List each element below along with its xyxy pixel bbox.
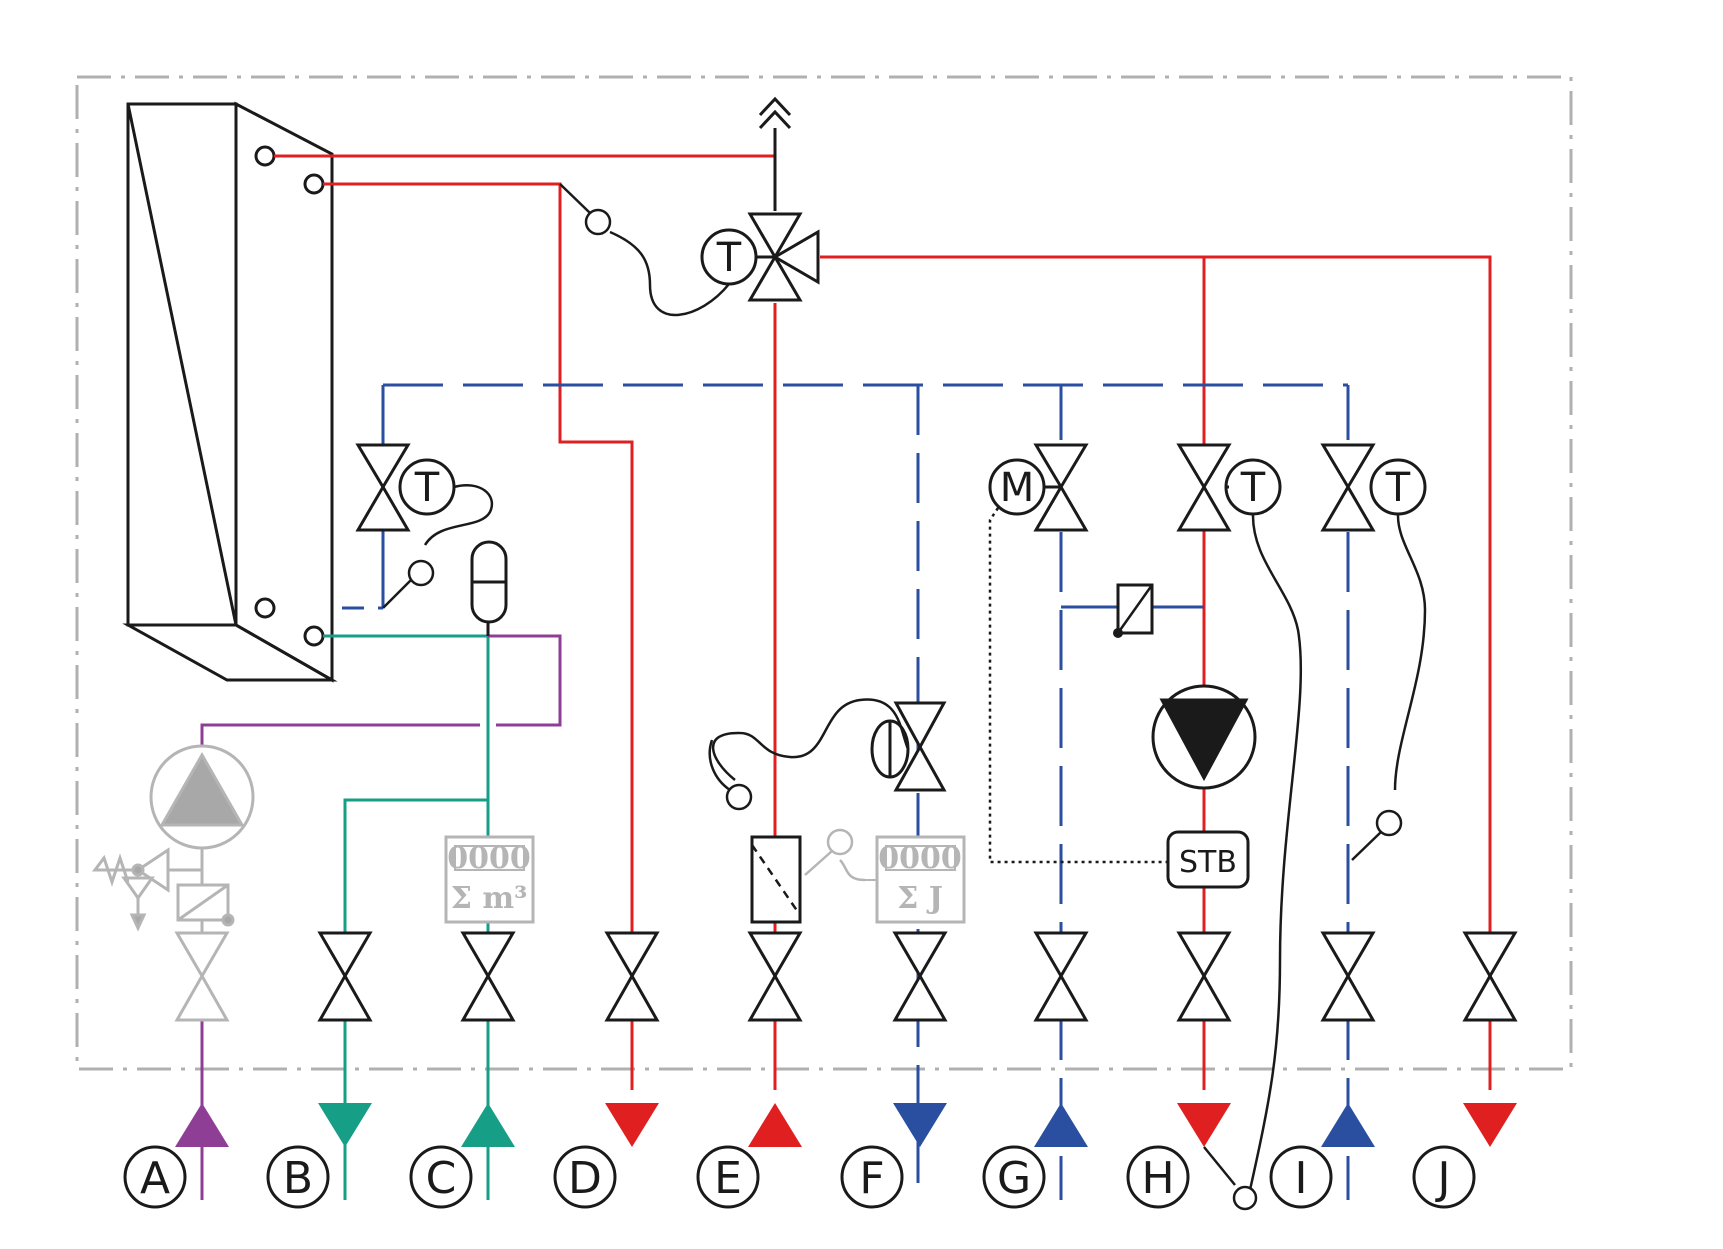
- isolation-valve-b: [317, 931, 373, 1022]
- temperature-symbol: T: [1385, 465, 1411, 511]
- svg-text:H: H: [1141, 1153, 1174, 1204]
- safety-relief-valve-inactive: [92, 847, 170, 932]
- arrow-e-inflow: [748, 1103, 802, 1147]
- connection-label-h: H: [1126, 1145, 1190, 1209]
- plate-heat-exchanger: [122, 101, 338, 683]
- isolation-valve-d: [604, 931, 660, 1022]
- remote-sensor-i: [1203, 1146, 1258, 1211]
- circulation-pump: [1151, 684, 1257, 790]
- arrow-b-outflow: [318, 1103, 372, 1147]
- isolation-valve-j: [1462, 931, 1518, 1022]
- motor-control-signal-line: [988, 507, 1168, 864]
- svg-text:C: C: [426, 1153, 457, 1204]
- differential-pressure-capillary: [708, 698, 910, 811]
- station-boundary-frame: [75, 75, 1573, 1071]
- safety-temperature-limiter: STB: [1166, 830, 1250, 889]
- supply-valve-temperature-controller: T: [1224, 458, 1282, 516]
- connection-labels: A B C D E F G H: [123, 1145, 1476, 1209]
- counter-digits: 0000: [447, 841, 531, 876]
- motorized-valve: [1033, 443, 1089, 532]
- connection-label-f: F: [840, 1145, 904, 1209]
- isolation-valve-c: [460, 931, 516, 1022]
- motor-symbol: M: [1000, 465, 1035, 511]
- svg-text:A: A: [140, 1153, 170, 1204]
- isolation-valve-i: [1320, 931, 1376, 1022]
- svg-text:D: D: [568, 1153, 602, 1204]
- counter-digits: 0000: [878, 841, 962, 876]
- arrow-f-outflow: [893, 1103, 947, 1147]
- arrow-j-outflow: [1463, 1103, 1517, 1147]
- isolation-valves-row: [174, 931, 1518, 1022]
- circulation-pump-inactive: [149, 744, 255, 933]
- svg-text:F: F: [859, 1153, 884, 1204]
- flow-sensor: [750, 835, 802, 924]
- return-valve-temperature-controller: T: [382, 458, 493, 609]
- isolation-valve-e: [747, 931, 803, 1022]
- volume-meter-label: Σ m³: [451, 881, 528, 916]
- expansion-vessel: [470, 540, 508, 636]
- stb-label: STB: [1179, 845, 1237, 880]
- remote-sensor-capillary: [1248, 513, 1303, 1191]
- svg-text:J: J: [1435, 1153, 1451, 1204]
- svg-text:B: B: [283, 1153, 313, 1204]
- connection-label-d: D: [553, 1145, 617, 1209]
- isolation-valve-a: [174, 931, 230, 1022]
- return-line-valve: [1320, 443, 1376, 532]
- isolation-valve-g: [1033, 931, 1089, 1022]
- return-line-temperature-controller: T: [1351, 458, 1427, 861]
- arrow-i-inflow: [1321, 1103, 1375, 1147]
- arrow-d-outflow: [605, 1103, 659, 1147]
- connection-label-e: E: [696, 1145, 760, 1209]
- supply-control-valve: [1176, 443, 1232, 532]
- mixing-valve-temperature-controller: T: [700, 228, 775, 286]
- isolation-valve-f: [892, 931, 948, 1022]
- mixing-valve-capillary-sensor: [559, 183, 730, 317]
- isolation-valve-h: [1176, 931, 1232, 1022]
- temperature-symbol: T: [414, 465, 440, 511]
- arrow-h-outflow: [1177, 1103, 1231, 1147]
- connection-label-i: I: [1269, 1145, 1333, 1209]
- connection-label-c: C: [409, 1145, 473, 1209]
- three-way-mixing-valve: [747, 212, 820, 302]
- arrow-c-inflow: [461, 1103, 515, 1147]
- air-vent: [758, 96, 792, 211]
- connection-label-g: G: [982, 1145, 1046, 1209]
- volume-meter-inactive: 0000 Σ m³: [444, 835, 535, 924]
- bypass-solenoid-valve: [1113, 583, 1154, 638]
- svg-text:I: I: [1295, 1153, 1308, 1204]
- svg-text:G: G: [997, 1153, 1031, 1204]
- svg-text:E: E: [714, 1153, 742, 1204]
- temperature-symbol: T: [1240, 465, 1266, 511]
- return-control-valve: [355, 443, 411, 532]
- connection-label-b: B: [266, 1145, 330, 1209]
- energy-meter-inactive: 0000 Σ J: [804, 828, 966, 924]
- temperature-symbol: T: [716, 235, 742, 281]
- energy-meter-label: Σ J: [897, 881, 943, 916]
- differential-pressure-valve: [870, 701, 947, 792]
- arrow-g-inflow: [1034, 1103, 1088, 1147]
- arrow-a-inflow: [175, 1103, 229, 1147]
- connection-label-a: A: [123, 1145, 187, 1209]
- valve-motor-actuator: M: [988, 458, 1061, 516]
- connection-arrows: [175, 1103, 1517, 1147]
- connection-label-j: J: [1412, 1145, 1476, 1209]
